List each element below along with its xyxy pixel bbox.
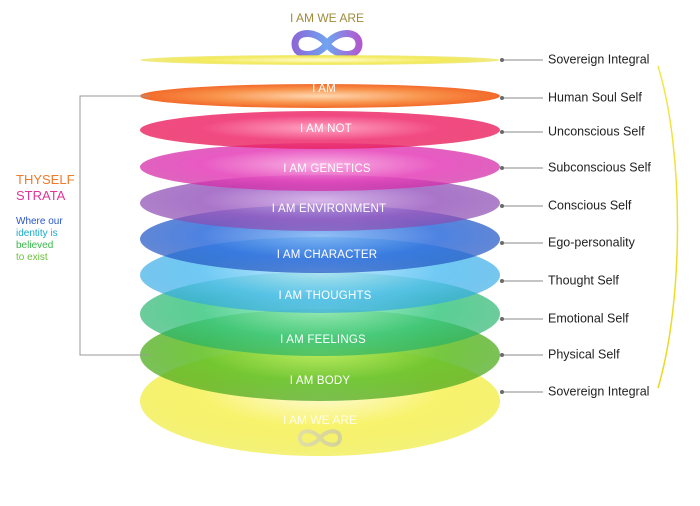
side-title-thyself: THYSELF (16, 172, 75, 187)
right-label-sovereign-integral-top: Sovereign Integral (548, 52, 649, 66)
right-label-conscious-self: Conscious Self (548, 198, 632, 212)
sovereign-arc (657, 65, 679, 389)
infinity-icon-faint (297, 429, 343, 447)
side-desc-4: to exist (16, 252, 48, 263)
disc-sovereign-integral-top (140, 55, 500, 65)
connectors (500, 58, 543, 394)
side-desc-1: Where our (16, 216, 63, 227)
right-label-subconscious-self: Subconscious Self (548, 160, 651, 174)
bottom-title: I AM WE ARE (283, 413, 357, 427)
side-desc-3: believed (16, 240, 53, 251)
right-label-thought-self: Thought Self (548, 273, 619, 287)
side-desc-2: identity is (16, 228, 58, 239)
right-label-human-soul-self: Human Soul Self (548, 90, 642, 104)
disc-genetics (140, 143, 500, 191)
right-label-emotional-self: Emotional Self (548, 311, 629, 325)
right-labels: Sovereign Integral Human Soul Self Uncon… (548, 52, 651, 398)
label-i-am-environment: I AM ENVIRONMENT (272, 203, 386, 215)
disc-environment (140, 175, 500, 231)
infinity-icon (291, 30, 363, 58)
right-label-sovereign-integral-bottom: Sovereign Integral (548, 384, 649, 398)
label-i-am-thoughts: I AM THOUGHTS (278, 290, 371, 302)
right-label-physical-self: Physical Self (548, 347, 620, 361)
left-bracket (79, 95, 150, 356)
right-label-ego-personality: Ego-personality (548, 235, 636, 249)
label-i-am-character: I AM CHARACTER (277, 249, 378, 261)
disc-i-am (140, 84, 500, 108)
label-i-am-genetics: I AM GENETICS (283, 163, 371, 175)
disc-not (140, 111, 500, 149)
disc-stack (140, 55, 500, 456)
disc-labels: I AM I AM NOT I AM GENETICS I AM ENVIRON… (272, 83, 386, 387)
top-title: I AM WE ARE (290, 11, 364, 25)
label-i-am-not: I AM NOT (300, 123, 352, 135)
label-i-am: I AM (312, 83, 336, 95)
right-label-unconscious-self: Unconscious Self (548, 124, 645, 138)
side-title-strata: STRATA (16, 188, 66, 203)
label-i-am-feelings: I AM FEELINGS (280, 334, 366, 346)
side-legend: THYSELF STRATA Where our identity is bel… (16, 172, 75, 263)
label-i-am-body: I AM BODY (290, 375, 351, 387)
